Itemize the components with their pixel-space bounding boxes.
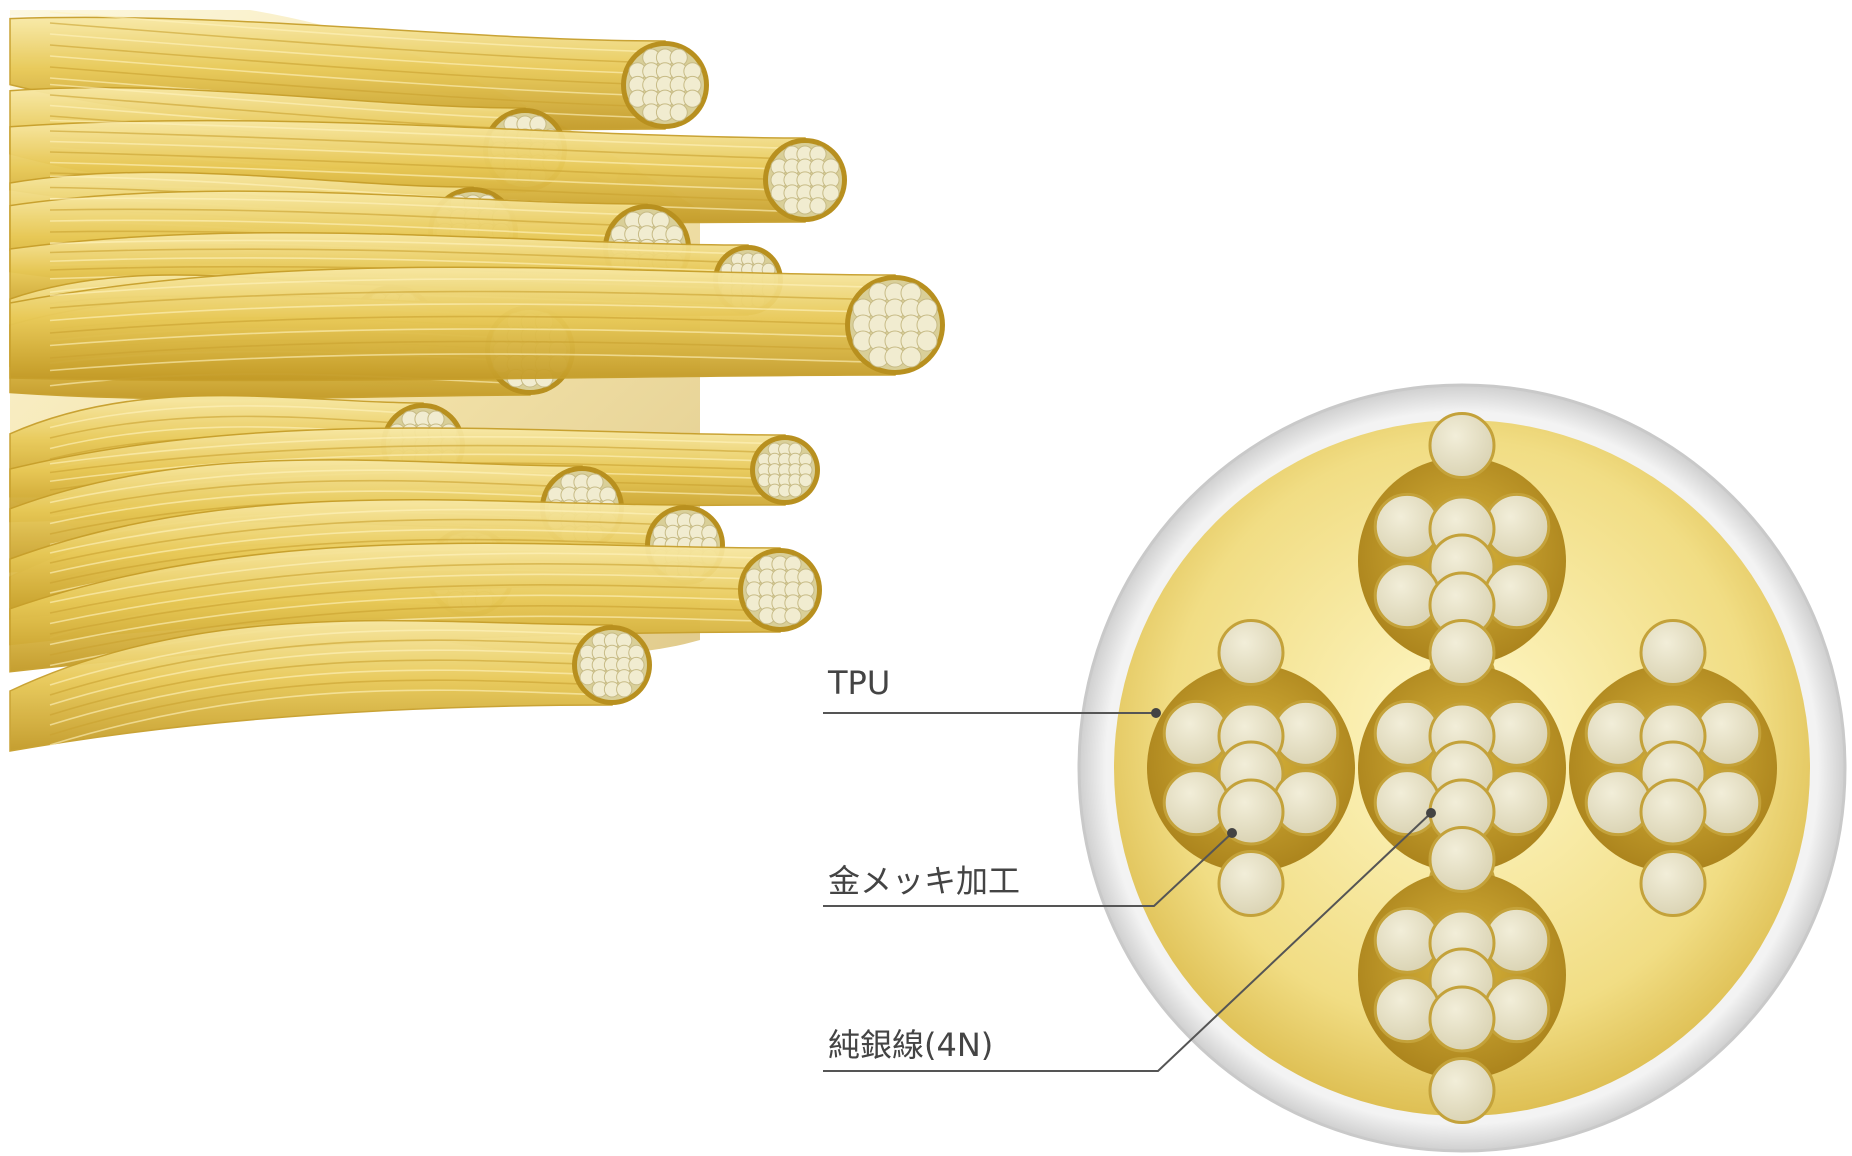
cable-cross-section: [1077, 383, 1847, 1153]
silver-strand: [1483, 976, 1551, 1044]
silver-strand: [1428, 1057, 1496, 1124]
silver-strand: [1428, 826, 1496, 893]
silver-strand: [1584, 769, 1652, 837]
label-gold-plating: 金メッキ加工: [828, 862, 1020, 900]
silver-strand: [1639, 778, 1707, 846]
silver-strand: [1162, 769, 1230, 837]
wire-strand-9: [9, 266, 945, 382]
silver-strand: [1373, 976, 1441, 1044]
silver-strand: [1483, 562, 1551, 630]
silver-strand: [1428, 412, 1496, 479]
silver-strand: [1217, 850, 1285, 917]
wire-strand-16: [9, 619, 652, 752]
silver-strand: [1483, 769, 1551, 837]
conductor-bundle-3: [1358, 619, 1566, 917]
label-tpu: TPU: [827, 664, 890, 702]
conductor-bundle-2: [1147, 619, 1355, 917]
silver-strand: [1639, 850, 1707, 917]
cable-bundle-illustration: [9, 10, 945, 752]
silver-strand: [1217, 619, 1285, 686]
leader-lines: [823, 708, 1436, 1072]
silver-strand: [1428, 985, 1496, 1053]
silver-strand: [1373, 562, 1441, 630]
silver-strand: [1373, 769, 1441, 837]
silver-strand: [1272, 769, 1340, 837]
label-pure-silver: 純銀線(4N): [828, 1026, 993, 1064]
conductor-bundle-1: [1358, 412, 1566, 710]
conductor-bundle-4: [1569, 619, 1777, 917]
silver-strand: [1428, 619, 1496, 686]
conductor-bundle-5: [1358, 826, 1566, 1124]
silver-strand: [1639, 619, 1707, 686]
silver-strand: [1694, 769, 1762, 837]
silver-strand: [1217, 778, 1285, 846]
